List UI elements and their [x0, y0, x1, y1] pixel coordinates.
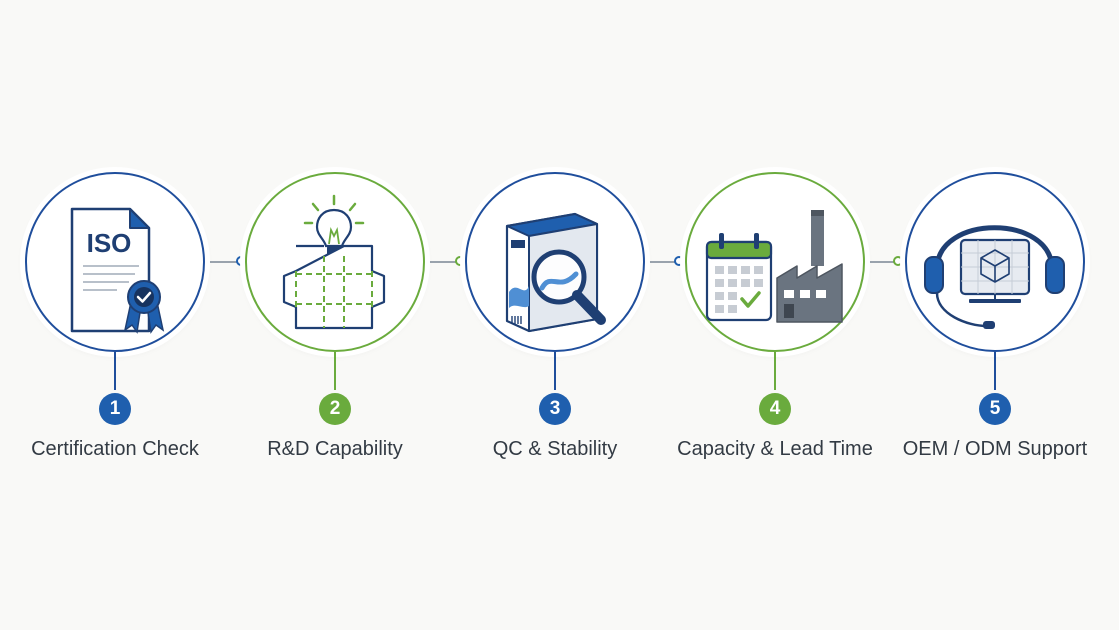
connector-node-3 [674, 256, 684, 266]
step-2-circle [245, 172, 425, 352]
connector-node-4 [893, 256, 903, 266]
step-4-circle [685, 172, 865, 352]
step-3-stem [554, 352, 556, 390]
lightbulb-packaging-dieline-icon [282, 194, 386, 330]
step-5-circle [905, 172, 1085, 352]
certificate-document-icon: ISO [70, 207, 165, 334]
step-3-number-badge: 3 [539, 393, 571, 425]
step-3-circle [465, 172, 645, 352]
iso-text: ISO [87, 228, 132, 258]
step-1: ISO 1 Certification Check [5, 0, 225, 630]
connector-3-4 [645, 261, 685, 263]
step-4: 4 Capacity & Lead Time [665, 0, 885, 630]
step-4-stem [774, 352, 776, 390]
connector-1-2 [205, 261, 245, 263]
step-1-stem [114, 352, 116, 390]
magnifier-inspecting-box-icon [505, 212, 606, 333]
step-2-label: R&D Capability [267, 438, 403, 460]
step-4-number-badge: 4 [759, 393, 791, 425]
step-2: 2 R&D Capability [225, 0, 445, 630]
step-5-number-badge: 5 [979, 393, 1011, 425]
step-3-label: QC & Stability [492, 438, 618, 460]
step-1-circle: ISO [25, 172, 205, 352]
connector-node-2 [455, 256, 465, 266]
step-3: 3 QC & Stability [445, 0, 665, 630]
step-2-number-badge: 2 [319, 393, 351, 425]
step-5-stem [994, 352, 996, 390]
calendar-and-factory-icon [705, 210, 843, 323]
step-2-stem [334, 352, 336, 390]
step-4-label: Capacity & Lead Time [677, 438, 873, 460]
connector-4-5 [865, 261, 905, 263]
step-5-label: OEM / ODM Support [902, 438, 1088, 460]
step-1-label: Certification Check [31, 438, 199, 460]
step-1-number-badge: 1 [99, 393, 131, 425]
headset-with-3d-model-screen-icon [924, 225, 1065, 329]
connector-2-3 [425, 261, 465, 263]
step-5: 5 OEM / ODM Support [885, 0, 1105, 630]
